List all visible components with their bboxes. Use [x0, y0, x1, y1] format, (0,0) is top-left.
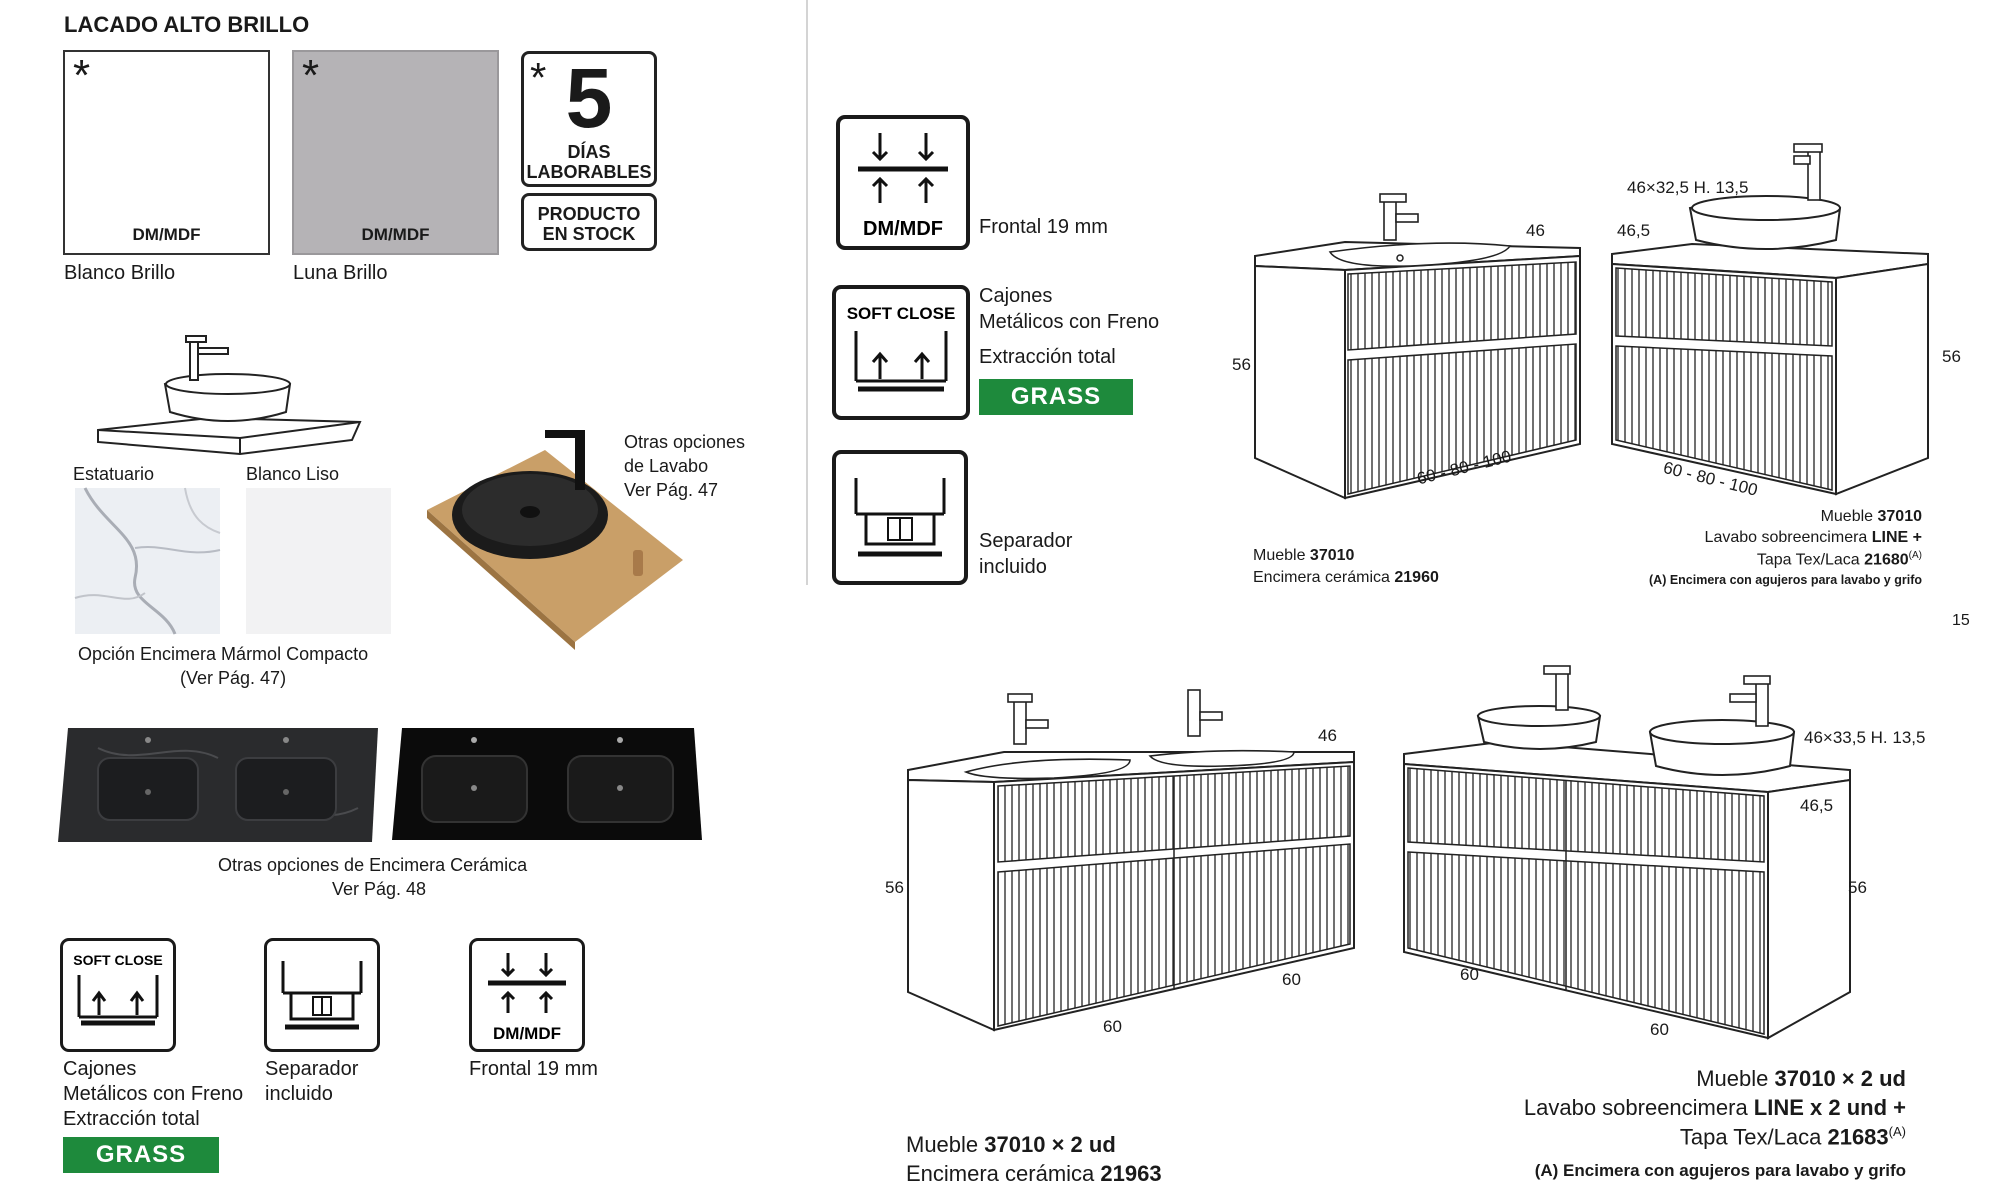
- cajones-text: Cajones: [979, 285, 1053, 307]
- frontal-panel-icon: DM/MDF: [469, 938, 585, 1052]
- diagram-caption: Mueble 37010: [1253, 547, 1355, 564]
- frontal-panel-icon: DM/MDF: [836, 115, 970, 250]
- soft-close-drawer-icon: SOFT CLOSE: [832, 285, 970, 420]
- diagram-caption: Lavabo sobreencimera LINE +: [1704, 529, 1922, 546]
- marble-label-estatuario: Estatuario: [73, 464, 155, 484]
- separador-text: incluido: [265, 1083, 333, 1105]
- cajones-text: Metálicos con Freno: [979, 311, 1160, 333]
- diagram-caption: Lavabo sobreencimera LINE x 2 und +: [1523, 1095, 1906, 1120]
- soft-close-drawer-icon: SOFT CLOSE: [60, 938, 176, 1052]
- separador-text: incluido: [979, 556, 1047, 578]
- dimension-width-1: 60: [1460, 965, 1479, 984]
- stock-label: PRODUCTO: [537, 204, 641, 224]
- dimension-depth: 46: [1318, 726, 1337, 745]
- dimension-height: 56: [1848, 878, 1867, 897]
- marble-caption: (Ver Pág. 47): [180, 668, 287, 688]
- cajones-text: Extracción total: [979, 346, 1116, 368]
- swatch-material-label: DM/MDF: [361, 225, 430, 244]
- swatch-material-label: DM/MDF: [132, 225, 201, 244]
- cabinet-diagram-ceramic: [1254, 193, 1581, 500]
- page-number: 15: [1952, 612, 1970, 629]
- dimension-depth: 46,5: [1800, 796, 1834, 815]
- ceramic-countertop-black: [392, 728, 702, 840]
- diagram-caption: Tapa Tex/Laca 21683(A): [1679, 1124, 1906, 1150]
- diagram-caption: Mueble 37010: [1820, 508, 1922, 525]
- black-basin-photo: [427, 430, 683, 650]
- basin-note: Ver Pág. 47: [624, 480, 719, 500]
- frontal-text: Frontal 19 mm: [469, 1058, 598, 1080]
- dimension-height: 56: [1232, 355, 1251, 374]
- dm-mdf-label: DM/MDF: [863, 218, 943, 240]
- grass-logo: GRASS: [979, 379, 1133, 415]
- swatch-name: Blanco Brillo: [64, 262, 176, 284]
- dimension-height: 56: [885, 878, 904, 897]
- soft-close-label: SOFT CLOSE: [847, 304, 956, 323]
- cajones-text: Extracción total: [63, 1108, 200, 1130]
- dimension-height: 56: [1942, 347, 1961, 366]
- separador-text: Separador: [979, 530, 1073, 552]
- marble-sample-blanco-liso: [246, 488, 391, 634]
- marble-label-blanco-liso: Blanco Liso: [246, 464, 340, 484]
- marble-sample-estatuario: [74, 487, 221, 635]
- soft-close-label: SOFT CLOSE: [73, 952, 162, 968]
- ceramic-countertop-marble: [58, 728, 378, 842]
- swatch-luna-brillo: * DM/MDF: [292, 50, 499, 255]
- cabinet-diagram-vessel: [1611, 143, 1929, 496]
- stock-badge: PRODUCTO EN STOCK: [521, 193, 657, 251]
- dimension-depth: 46: [1526, 221, 1545, 240]
- swatch-blanco-brillo: * DM/MDF: [63, 50, 270, 255]
- diagram-footnote: (A) Encimera con agujeros para lavabo y …: [1534, 1161, 1906, 1180]
- countertop-basin-illustration: [97, 335, 362, 456]
- dimension-width-2: 60: [1282, 970, 1301, 989]
- frontal-text: Frontal 19 mm: [979, 216, 1108, 238]
- dimension-width-1: 60: [1103, 1017, 1122, 1036]
- marble-caption: Opción Encimera Mármol Compacto: [78, 644, 369, 664]
- grass-logo-text: GRASS: [1010, 383, 1102, 410]
- diagram-footnote: (A) Encimera con agujeros para lavabo y …: [1649, 573, 1922, 587]
- delivery-days-badge: * 5 DÍAS LABORABLES: [521, 51, 657, 187]
- days-label: DÍAS: [567, 142, 611, 162]
- swatch-name: Luna Brillo: [293, 262, 388, 284]
- star-mark: *: [302, 51, 320, 100]
- separator-icon: [832, 450, 968, 585]
- dimension-basin: 46×33,5 H. 13,5: [1804, 728, 1926, 747]
- dm-mdf-label: DM/MDF: [493, 1024, 561, 1043]
- dimension-depth: 46,5: [1617, 221, 1651, 240]
- dimension-width-2: 60: [1650, 1020, 1669, 1039]
- grass-logo-text: GRASS: [95, 1141, 187, 1168]
- stock-label: EN STOCK: [542, 224, 636, 244]
- section-heading: LACADO ALTO BRILLO: [64, 12, 310, 37]
- basin-note: de Lavabo: [624, 456, 709, 476]
- double-cabinet-diagram-ceramic: [907, 689, 1355, 1032]
- days-number: 5: [565, 51, 613, 145]
- diagram-caption: Mueble 37010 × 2 ud: [906, 1132, 1116, 1157]
- page-divider: [806, 0, 808, 585]
- diagram-caption: Mueble 37010 × 2 ud: [1696, 1066, 1906, 1091]
- separator-icon: [264, 938, 380, 1052]
- cajones-text: Cajones: [63, 1058, 137, 1080]
- double-cabinet-diagram-vessel: [1403, 665, 1851, 1040]
- separador-text: Separador: [265, 1058, 359, 1080]
- basin-note: Otras opciones: [624, 432, 746, 452]
- ceramic-caption: Ver Pág. 48: [332, 879, 427, 899]
- diagram-caption: Encimera cerámica 21963: [906, 1161, 1162, 1186]
- star-mark: *: [530, 54, 547, 101]
- ceramic-caption: Otras opciones de Encimera Cerámica: [218, 855, 528, 875]
- days-label: LABORABLES: [526, 162, 652, 182]
- dimension-basin: 46×32,5 H. 13,5: [1627, 178, 1749, 197]
- diagram-caption: Encimera cerámica 21960: [1253, 569, 1439, 586]
- diagram-caption: Tapa Tex/Laca 21680(A): [1756, 550, 1922, 569]
- cajones-text: Metálicos con Freno: [63, 1083, 244, 1105]
- grass-logo: GRASS: [63, 1137, 219, 1173]
- star-mark: *: [73, 51, 91, 100]
